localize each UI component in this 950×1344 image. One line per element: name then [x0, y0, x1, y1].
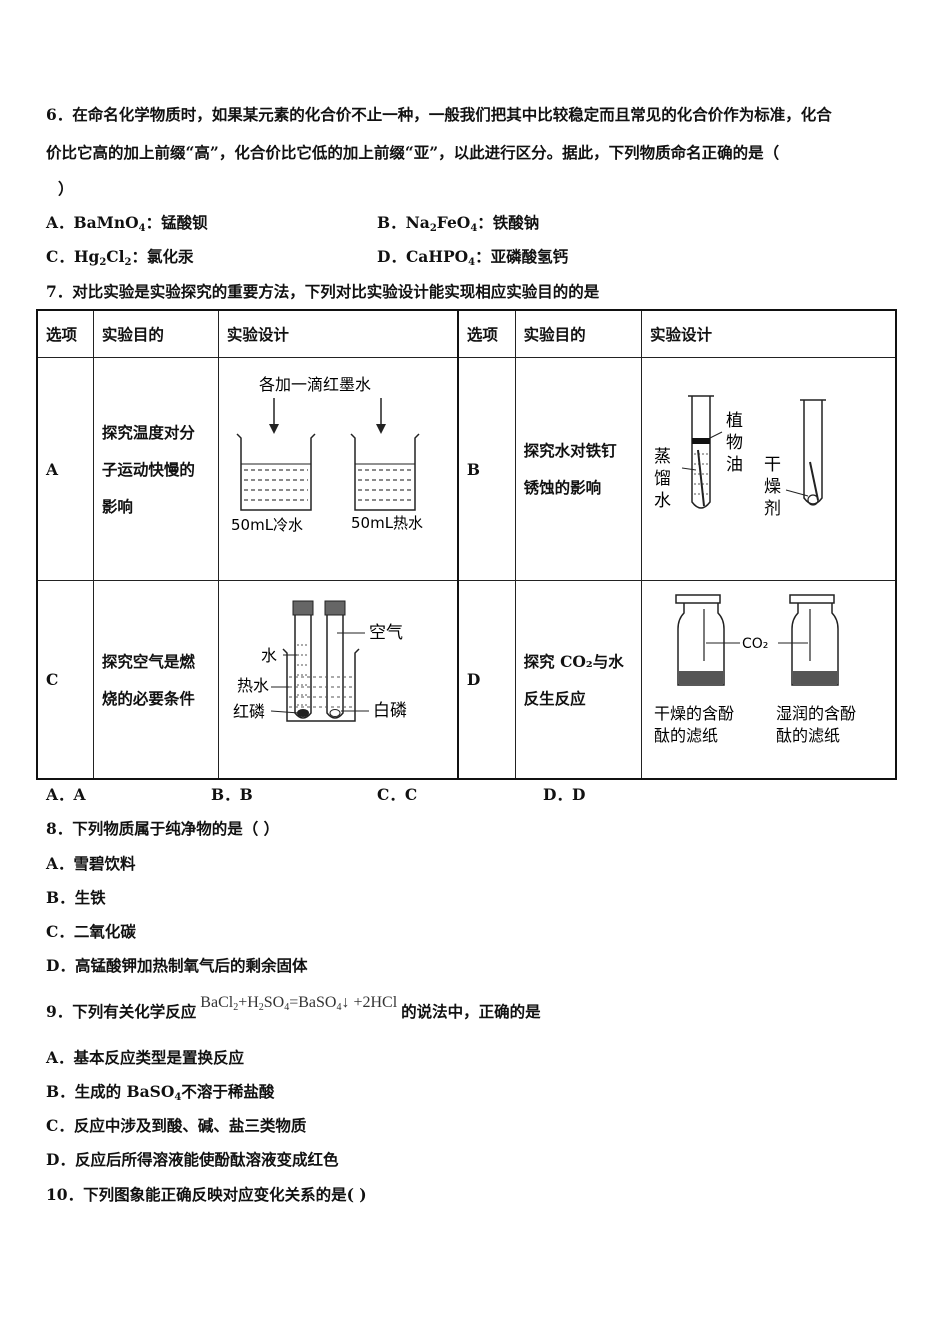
svg-text:湿润的含酚: 湿润的含酚 [776, 704, 856, 723]
table-row: A 探究温度对分子运动快慢的影响 各加一滴红墨水 [36, 357, 897, 581]
row-d-option: D [456, 580, 516, 780]
svg-text:50mL热水: 50mL热水 [351, 514, 423, 532]
row-c-purpose: 探究空气是燃烧的必要条件 [92, 580, 219, 780]
row-c-figure: 空气 水 热水 红磷 白磷 [217, 580, 459, 780]
row-d-figure: CO₂ 干燥的含酚 酞的滤纸 湿润的含酚 酞的滤纸 [640, 580, 897, 780]
svg-text:馏: 馏 [654, 469, 671, 489]
svg-text:50mL冷水: 50mL冷水 [231, 516, 303, 534]
q7-stem: 7．对比实验是实验探究的重要方法，下列对比实验设计能实现相应实验目的的是 [46, 282, 600, 301]
q8-option-c: C．二氧化碳 [46, 922, 136, 941]
row-d-purpose: 探究 CO₂与水反生反应 [514, 580, 642, 780]
table-row: C 探究空气是燃烧的必要条件 [36, 580, 897, 780]
table-header-row: 选项 实验目的 实验设计 选项 实验目的 实验设计 [36, 309, 897, 358]
q6-line-3: ） [58, 179, 74, 198]
chemical-equation: BaCl2+H2SO4=BaSO4↓ +2HCl [200, 994, 398, 1013]
svg-text:油: 油 [726, 455, 743, 475]
header-purpose-2: 实验目的 [514, 309, 642, 358]
svg-text:干: 干 [764, 455, 781, 475]
q6-option-a: A．BaMnO4：锰酸钡 [46, 213, 208, 234]
q8-option-a: A．雪碧饮料 [46, 854, 136, 873]
row-b-option: B [456, 357, 516, 581]
row-a-purpose: 探究温度对分子运动快慢的影响 [92, 357, 219, 581]
q6-option-d: D．CaHPO4：亚磷酸氢钙 [377, 247, 569, 268]
svg-text:各加一滴红墨水: 各加一滴红墨水 [259, 375, 371, 394]
svg-text:物: 物 [726, 433, 743, 453]
q6-option-b: B．Na2FeO4：铁酸钠 [377, 213, 540, 234]
row-a-figure: 各加一滴红墨水 50mL冷水 [217, 357, 459, 581]
q7-answer-c: C．C [377, 785, 418, 804]
gas-bottles-diagram: CO₂ 干燥的含酚 酞的滤纸 湿润的含酚 酞的滤纸 [654, 594, 856, 745]
svg-text:空气: 空气 [369, 623, 403, 643]
header-purpose: 实验目的 [92, 309, 219, 358]
svg-text:酞的滤纸: 酞的滤纸 [776, 726, 840, 745]
q7-answer-a: A．A [46, 785, 86, 804]
svg-text:热水: 热水 [237, 676, 269, 695]
row-b-figure: 植 物 油 蒸 馏 水 干 燥 剂 [640, 357, 897, 581]
test-tubes-diagram: 植 物 油 蒸 馏 水 干 燥 剂 [654, 395, 826, 519]
q8-option-d: D．高锰酸钾加热制氧气后的剩余固体 [46, 956, 308, 975]
q7-answer-b: B．B [211, 785, 253, 804]
svg-text:植: 植 [726, 411, 743, 431]
svg-text:干燥的含酚: 干燥的含酚 [654, 704, 734, 723]
q9-option-a: A．基本反应类型是置换反应 [46, 1048, 245, 1067]
header-option-2: 选项 [456, 309, 516, 358]
combustion-diagram: 空气 水 热水 红磷 白磷 [233, 600, 407, 722]
q7-answer-d: D．D [543, 785, 586, 804]
svg-text:酞的滤纸: 酞的滤纸 [654, 726, 718, 745]
experiment-table: 选项 实验目的 实验设计 选项 实验目的 实验设计 A 探究温度对分子运动快慢的… [36, 309, 897, 780]
header-design-2: 实验设计 [640, 309, 897, 358]
header-option: 选项 [36, 309, 94, 358]
svg-text:燥: 燥 [764, 477, 781, 497]
row-a-option: A [36, 357, 94, 581]
q6-option-c: C．Hg2Cl2：氯化汞 [46, 247, 194, 268]
q9-option-b: B．生成的 BaSO4不溶于稀盐酸 [46, 1082, 275, 1103]
svg-text:剂: 剂 [764, 499, 781, 519]
svg-text:白磷: 白磷 [373, 701, 407, 721]
header-design: 实验设计 [217, 309, 459, 358]
q8-stem: 8．下列物质属于纯净物的是（ ） [46, 819, 280, 838]
svg-text:水: 水 [261, 646, 277, 665]
svg-text:蒸: 蒸 [654, 447, 671, 467]
q10-stem: 10．下列图象能正确反映对应变化关系的是( ) [46, 1185, 367, 1204]
beakers-diagram: 各加一滴红墨水 50mL冷水 [231, 375, 423, 534]
q9-option-c: C．反应中涉及到酸、碱、盐三类物质 [46, 1116, 307, 1135]
q6-line-2: 价比它高的加上前缀“高”，化合价比它低的加上前缀“亚”，以此进行区分。据此，下列… [46, 143, 780, 162]
svg-text:红磷: 红磷 [233, 702, 265, 721]
q9-option-d: D．反应后所得溶液能使酚酞溶液变成红色 [46, 1150, 339, 1169]
q8-option-b: B．生铁 [46, 888, 106, 907]
row-c-option: C [36, 580, 94, 780]
q6-line-1: 6．在命名化学物质时，如果某元素的化合价不止一种，一般我们把其中比较稳定而且常见… [46, 105, 832, 124]
row-b-purpose: 探究水对铁钉锈蚀的影响 [514, 357, 642, 581]
svg-text:水: 水 [654, 491, 671, 511]
svg-text:CO₂: CO₂ [742, 636, 768, 652]
